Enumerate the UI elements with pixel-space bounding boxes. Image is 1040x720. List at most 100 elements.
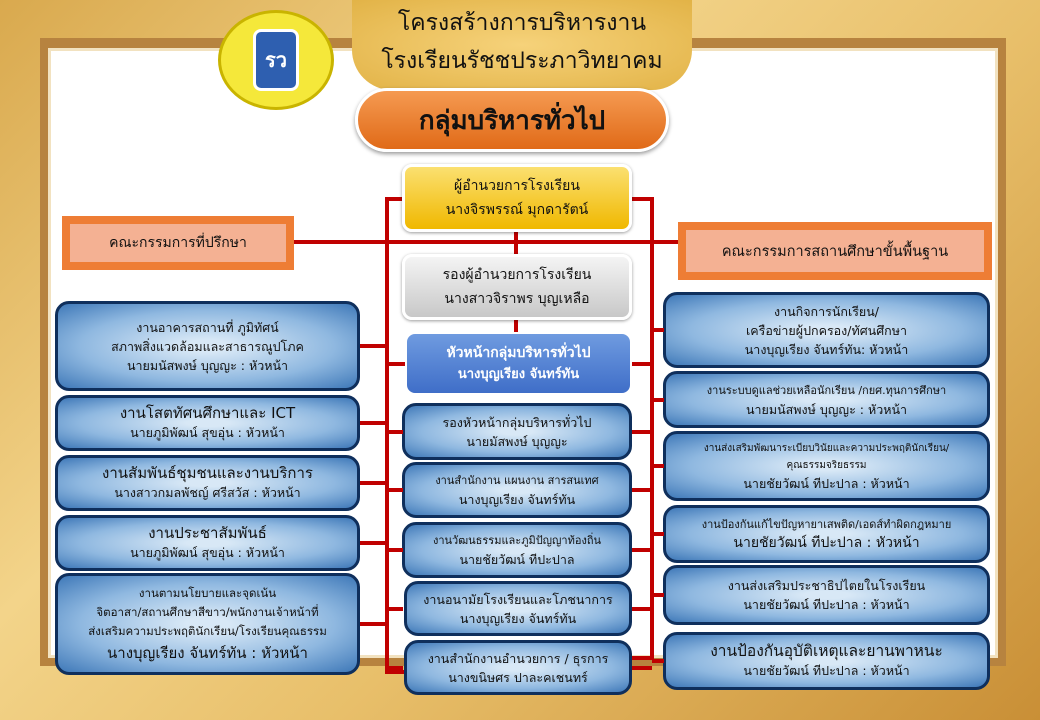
center-unit-box: งานสำนักงาน แผนงาน สารสนเทศนางบุญเรียง จ… <box>402 462 632 518</box>
center-unit-box: งานอนามัยโรงเรียนและโภชนาการนางบุญเรียง … <box>404 581 632 636</box>
director-name: นางจิรพรรณ์ มุกดารัตน์ <box>445 202 589 218</box>
title-banner: โครงสร้างการบริหารงาน โรงเรียนรัชชประภาว… <box>352 0 692 90</box>
unit-text-line: เครือข่ายผู้ปกครอง/ทัศนศึกษา <box>746 322 907 338</box>
unit-text-line: งานส่งเสริมพัฒนาระเบียบวินัยและความประพฤ… <box>703 442 950 454</box>
connector-stub <box>360 421 386 425</box>
connector-stub <box>389 606 403 611</box>
connector-stub <box>389 488 403 492</box>
connector-stub <box>652 593 664 597</box>
connector-line <box>514 318 518 334</box>
unit-text-line: นายชัยวัฒน์ ทีปะปาล : หัวหน้า <box>743 663 910 678</box>
connector-line <box>385 670 405 674</box>
unit-text-line: งานวัฒนธรรมและภูมิปัญญาท้องถิ่น <box>432 534 602 547</box>
connector-stub <box>389 548 403 552</box>
connector-stub <box>389 665 403 670</box>
connector-stub <box>360 344 386 348</box>
connector-stub <box>389 429 403 434</box>
connector-stub <box>360 481 386 485</box>
unit-text-line: นางบุญเรียง จันทร์ทัน: หัวหน้า <box>744 341 909 357</box>
connector-stub <box>652 659 664 663</box>
right-unit-box: งานกิจการนักเรียน/เครือข่ายผู้ปกครอง/ทัศ… <box>663 292 990 368</box>
unit-text-line: นายชัยวัฒน์ ทีปะปาล <box>459 552 575 567</box>
unit-text-line: นายภูมิพัฒน์ สุขอุ่น : หัวหน้า <box>130 425 285 440</box>
deputy-title: รองผู้อำนวยการโรงเรียน <box>442 267 592 283</box>
connector-stub <box>652 397 664 402</box>
deputy-name: นางสาวจิราพร บุญเหลือ <box>444 291 590 307</box>
connector-stub <box>389 362 405 366</box>
unit-text-line: งานป้องกันแก้ไขปัญหายาเสพติด/เอดส์ทำผิดก… <box>701 518 952 531</box>
unit-text-line: งานสำนักงานอำนวยการ / ธุรการ <box>427 650 609 666</box>
unit-text-line: นายมนัสพงษ์ บุญญะ : หัวหน้า <box>126 357 289 373</box>
unit-text-line: สภาพสิ่งแวดล้อมและสาธารณูปโภค <box>111 338 304 354</box>
right-unit-box: งานระบบดูแลช่วยเหลือนักเรียน /กยศ.ทุนการ… <box>663 371 990 428</box>
connector-stub <box>652 532 664 536</box>
unit-text-line: ส่งเสริมความประพฤตินักเรียน/โรงเรียนคุณธ… <box>88 623 327 638</box>
unit-text-line: งานป้องกันอุบัติเหตุและยานพาหนะ <box>710 642 943 660</box>
unit-text-line: นายชัยวัฒน์ ทีปะปาล : หัวหน้า <box>743 475 910 491</box>
unit-text-line: นายมนัสพงษ์ บุญญะ : หัวหน้า <box>745 401 908 417</box>
connector-stub <box>632 665 652 670</box>
connector-line <box>292 240 680 244</box>
unit-text-line: นายมัสพงษ์ บุญญะ <box>466 433 568 449</box>
director-title: ผู้อำนวยการโรงเรียน <box>454 178 580 194</box>
head-title: หัวหน้ากลุ่มบริหารทั่วไป <box>446 344 591 361</box>
center-unit-box: รองหัวหน้ากลุ่มบริหารทั่วไปนายมัสพงษ์ บุ… <box>402 403 632 460</box>
head-name: นางบุญเรียง จันทร์ทัน <box>457 366 580 382</box>
unit-text-line: งานโสตทัศนศึกษาและ ICT <box>119 404 296 422</box>
left-unit-box: งานอาคารสถานที่ ภูมิทัศน์สภาพสิ่งแวดล้อม… <box>55 301 360 391</box>
group-title: กลุ่มบริหารทั่วไป <box>355 88 669 152</box>
unit-text-line: นางบุญเรียง จันทร์ทัน <box>458 492 576 507</box>
unit-text-line: นางบุญเรียง จันทร์ทัน <box>459 610 577 626</box>
right-unit-box: งานส่งเสริมพัฒนาระเบียบวินัยและความประพฤ… <box>663 431 990 501</box>
connector-line <box>385 197 389 673</box>
unit-text-line: งานอนามัยโรงเรียนและโภชนาการ <box>423 591 613 607</box>
unit-text-line: นางสาวกมลพัชญ์ ศรีสวัส : หัวหน้า <box>114 485 301 500</box>
connector-stub <box>652 328 664 332</box>
connector-stub <box>632 548 652 552</box>
unit-text-line: รองหัวหน้ากลุ่มบริหารทั่วไป <box>442 414 592 430</box>
unit-text-line: นางขนิษศร ปาละคเชนทร์ <box>448 669 588 685</box>
unit-text-line: งานสำนักงาน แผนงาน สารสนเทศ <box>435 474 599 487</box>
connector-stub <box>632 488 652 492</box>
school-logo: รว <box>218 10 334 110</box>
right-unit-box: งานส่งเสริมประชาธิปไตยในโรงเรียนนายชัยวั… <box>663 565 990 625</box>
connector-stub <box>632 362 652 366</box>
title-line1: โครงสร้างการบริหารงาน <box>397 10 647 36</box>
unit-text-line: งานระบบดูแลช่วยเหลือนักเรียน /กยศ.ทุนการ… <box>706 383 947 397</box>
unit-text-line: นางบุญเรียง จันทร์ทัน : หัวหน้า <box>107 643 308 662</box>
connector-line <box>385 197 405 201</box>
unit-text-line: งานสัมพันธ์ชุมชนและงานบริการ <box>102 464 313 482</box>
left-unit-box: งานประชาสัมพันธ์นายภูมิพัฒน์ สุขอุ่น : ห… <box>55 515 360 571</box>
right-unit-box: งานป้องกันอุบัติเหตุและยานพาหนะนายชัยวัฒ… <box>663 632 990 690</box>
connector-line <box>630 656 652 660</box>
connector-stub <box>632 606 652 611</box>
connector-stub <box>360 622 386 626</box>
unit-text-line: นายชัยวัฒน์ ทีปะปาล : หัวหน้า <box>733 535 920 551</box>
unit-text-line: งานกิจการนักเรียน/ <box>773 303 880 319</box>
unit-text-line: นายชัยวัฒน์ ทีปะปาล : หัวหน้า <box>743 597 910 612</box>
unit-text-line: งานประชาสัมพันธ์ <box>148 524 267 542</box>
left-unit-box: งานตามนโยบายและจุดเน้นจิตอาสา/สถานศึกษาส… <box>55 573 360 675</box>
director-box: ผู้อำนวยการโรงเรียน นางจิรพรรณ์ มุกดารัต… <box>402 164 632 232</box>
connector-stub <box>652 464 664 468</box>
unit-text-line: งานส่งเสริมประชาธิปไตยในโรงเรียน <box>727 578 926 593</box>
connector-line <box>630 197 652 201</box>
connector-line <box>650 197 654 659</box>
unit-text-line: งานตามนโยบายและจุดเน้น <box>138 585 277 600</box>
connector-stub <box>632 429 652 434</box>
connector-stub <box>360 541 386 545</box>
unit-text-line: คุณธรรมจริยธรรม <box>786 459 867 471</box>
left-unit-box: งานโสตทัศนศึกษาและ ICT นายภูมิพัฒน์ สุขอุ… <box>55 395 360 451</box>
connector-line <box>514 232 518 256</box>
title-line2: โรงเรียนรัชชประภาวิทยาคม <box>381 48 663 74</box>
group-head-box: หัวหน้ากลุ่มบริหารทั่วไป นางบุญเรียง จัน… <box>405 332 632 395</box>
unit-text-line: งานอาคารสถานที่ ภูมิทัศน์ <box>136 319 279 335</box>
basic-education-committee: คณะกรรมการสถานศึกษาขั้นพื้นฐาน <box>678 222 992 280</box>
advisory-committee: คณะกรรมการที่ปรึกษา <box>62 216 294 270</box>
center-unit-box: งานวัฒนธรรมและภูมิปัญญาท้องถิ่นนายชัยวัฒ… <box>402 522 632 578</box>
unit-text-line: นายภูมิพัฒน์ สุขอุ่น : หัวหน้า <box>130 545 285 560</box>
left-unit-box: งานสัมพันธ์ชุมชนและงานบริการนางสาวกมลพัช… <box>55 455 360 511</box>
center-unit-box: งานสำนักงานอำนวยการ / ธุรการนางขนิษศร ปา… <box>404 640 632 695</box>
right-unit-box: งานป้องกันแก้ไขปัญหายาเสพติด/เอดส์ทำผิดก… <box>663 505 990 563</box>
unit-text-line: จิตอาสา/สถานศึกษาสีขาว/พนักงานเจ้าหน้าที… <box>96 604 319 619</box>
